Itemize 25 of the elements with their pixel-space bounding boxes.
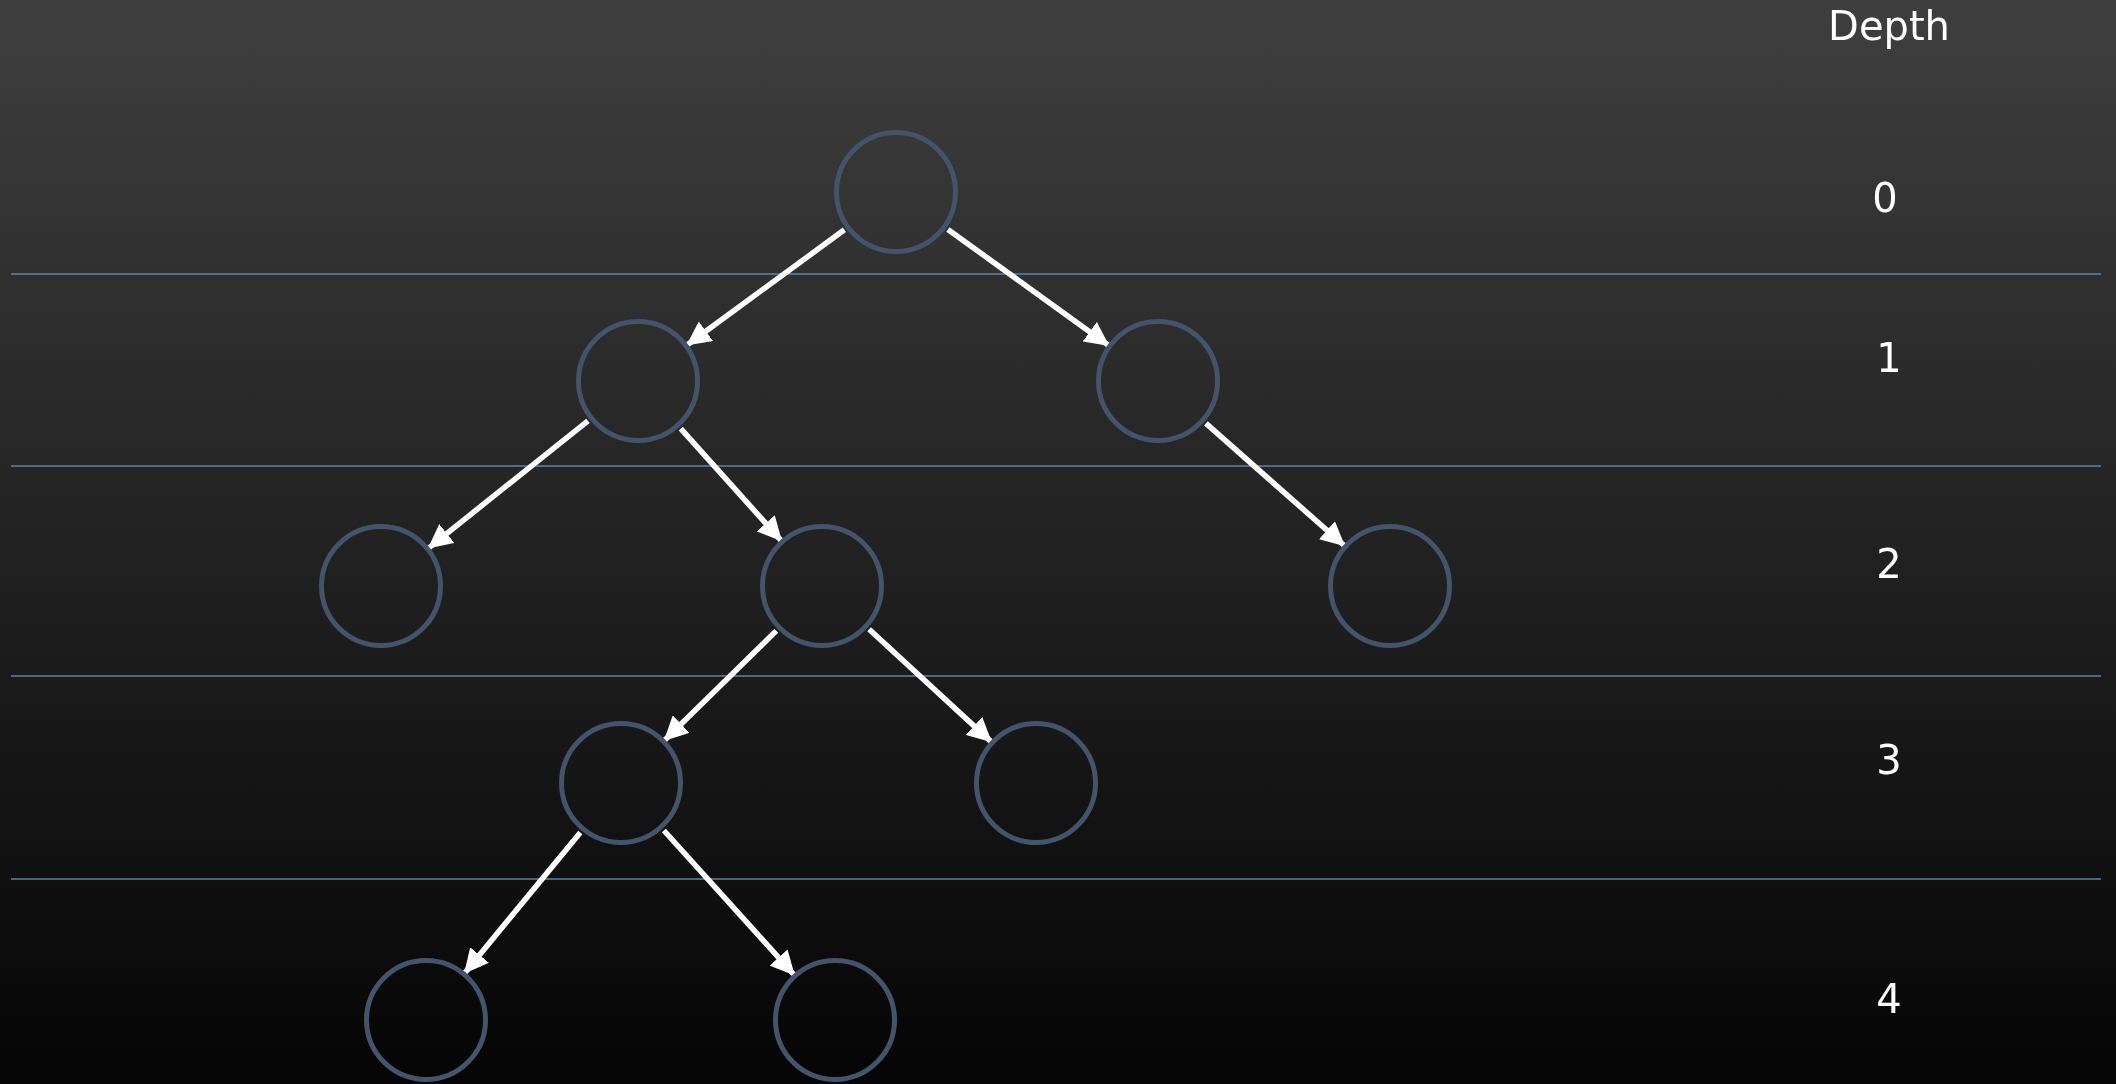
circle-node bbox=[773, 958, 897, 1082]
circle-node bbox=[834, 130, 958, 254]
depth-number: 2 bbox=[1876, 541, 1902, 587]
axis-heading: Depth bbox=[1828, 3, 1950, 49]
arrow bbox=[661, 628, 779, 743]
arrow bbox=[678, 426, 784, 544]
circle-node bbox=[576, 319, 700, 443]
circle-node bbox=[760, 524, 884, 648]
circle-node bbox=[1096, 319, 1220, 443]
circle-node bbox=[319, 524, 443, 648]
circle-node bbox=[559, 721, 683, 845]
depth-number: 0 bbox=[1872, 175, 1898, 221]
circle-node bbox=[364, 958, 488, 1082]
arrow bbox=[661, 828, 797, 978]
arrow bbox=[462, 830, 583, 976]
depth-number: 4 bbox=[1876, 976, 1902, 1022]
arrow bbox=[1204, 421, 1347, 549]
depth-number: 3 bbox=[1876, 737, 1902, 783]
circle-node bbox=[974, 721, 1098, 845]
arrow bbox=[946, 227, 1111, 349]
circle-node bbox=[1328, 524, 1452, 648]
arrow bbox=[426, 418, 590, 551]
depth-number: 1 bbox=[1876, 335, 1902, 381]
arrow bbox=[684, 227, 846, 348]
arrow bbox=[867, 627, 994, 745]
